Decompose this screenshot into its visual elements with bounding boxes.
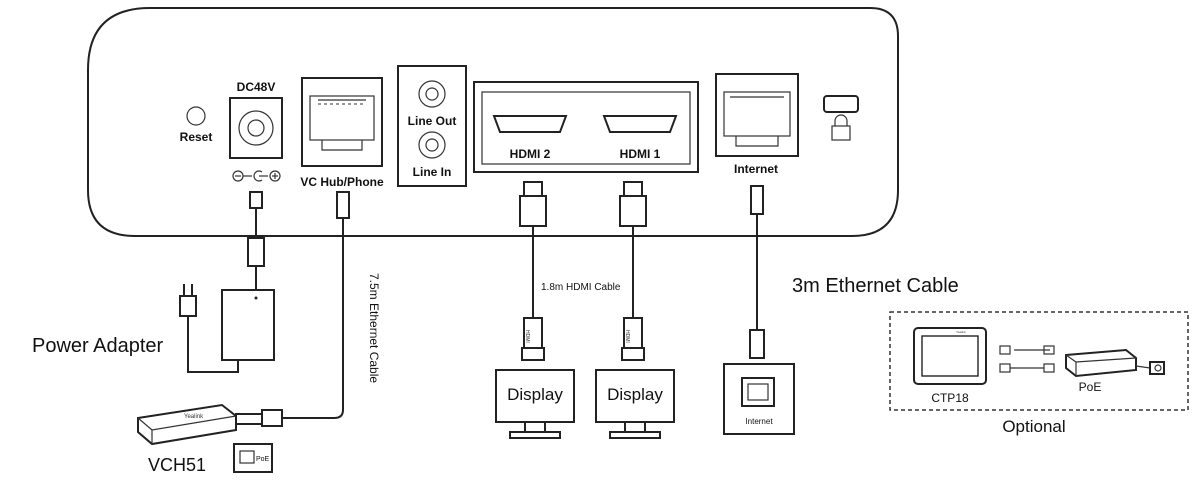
hdmi-ports: HDMI 2 HDMI 1 bbox=[473, 81, 699, 173]
reset-label: Reset bbox=[180, 130, 213, 144]
dc-power-port: DC48V bbox=[229, 80, 283, 182]
display-left: Display bbox=[495, 369, 575, 439]
hdmi1-label: HDMI 1 bbox=[620, 147, 661, 161]
vc-hub-phone-port: VC Hub/Phone bbox=[300, 77, 384, 189]
svg-text:Yealink: Yealink bbox=[184, 414, 204, 420]
optional-box bbox=[889, 311, 1189, 411]
hdmi2-label: HDMI 2 bbox=[510, 147, 551, 161]
hdmi-cable-2: HDMI bbox=[519, 181, 547, 361]
power-adapter-brick bbox=[221, 289, 275, 361]
device-rear-panel bbox=[87, 7, 899, 237]
vch51-hub: Yealink bbox=[137, 403, 263, 446]
internet-cable bbox=[749, 185, 765, 359]
plug-icon bbox=[179, 284, 197, 317]
display1-label: Display bbox=[507, 385, 563, 404]
line-in-label: Line In bbox=[413, 165, 452, 179]
hdmi-cable-label: 1.8m HDMI Cable bbox=[541, 282, 621, 293]
internet-box-label: Internet bbox=[745, 417, 773, 426]
svg-text:Yealink: Yealink bbox=[956, 330, 966, 334]
power-adapter-label: Power Adapter bbox=[32, 335, 164, 357]
line-out-label: Line Out bbox=[408, 114, 457, 128]
poe-injector bbox=[1065, 348, 1165, 378]
ctp18-cables bbox=[999, 345, 1055, 373]
svg-text:HDMI: HDMI bbox=[524, 330, 530, 343]
reset-button: Reset bbox=[180, 106, 213, 144]
internet-wall-jack: Internet bbox=[723, 363, 795, 435]
ethernet-3m-label: 3m Ethernet Cable bbox=[792, 275, 959, 297]
internet-port: Internet bbox=[715, 73, 799, 176]
vch51-label: VCH51 bbox=[148, 455, 206, 475]
display-right: Display bbox=[595, 369, 675, 439]
poe-port-detail: PoE bbox=[233, 443, 273, 473]
vchub-label: VC Hub/Phone bbox=[300, 175, 384, 189]
ethernet-cable-7-5m bbox=[261, 191, 350, 427]
dc-label: DC48V bbox=[237, 80, 276, 94]
audio-ports: Line Out Line In bbox=[397, 65, 467, 187]
internet-port-label: Internet bbox=[734, 162, 778, 176]
hdmi-cable-1: HDMI bbox=[619, 181, 647, 361]
polarity-icon bbox=[232, 170, 281, 182]
ctp18-touch-panel: Yealink bbox=[913, 327, 987, 385]
poe-small-label: PoE bbox=[256, 456, 270, 463]
optional-label: Optional bbox=[1002, 417, 1065, 436]
display2-label: Display bbox=[607, 385, 663, 404]
power-cable bbox=[179, 191, 275, 373]
lock-icon bbox=[831, 114, 851, 141]
poe-label: PoE bbox=[1079, 380, 1102, 394]
svg-text:HDMI: HDMI bbox=[624, 330, 630, 343]
ctp18-label: CTP18 bbox=[931, 391, 969, 405]
ethernet-75-label: 7.5m Ethernet Cable bbox=[367, 273, 381, 383]
lock-slot bbox=[823, 95, 859, 141]
